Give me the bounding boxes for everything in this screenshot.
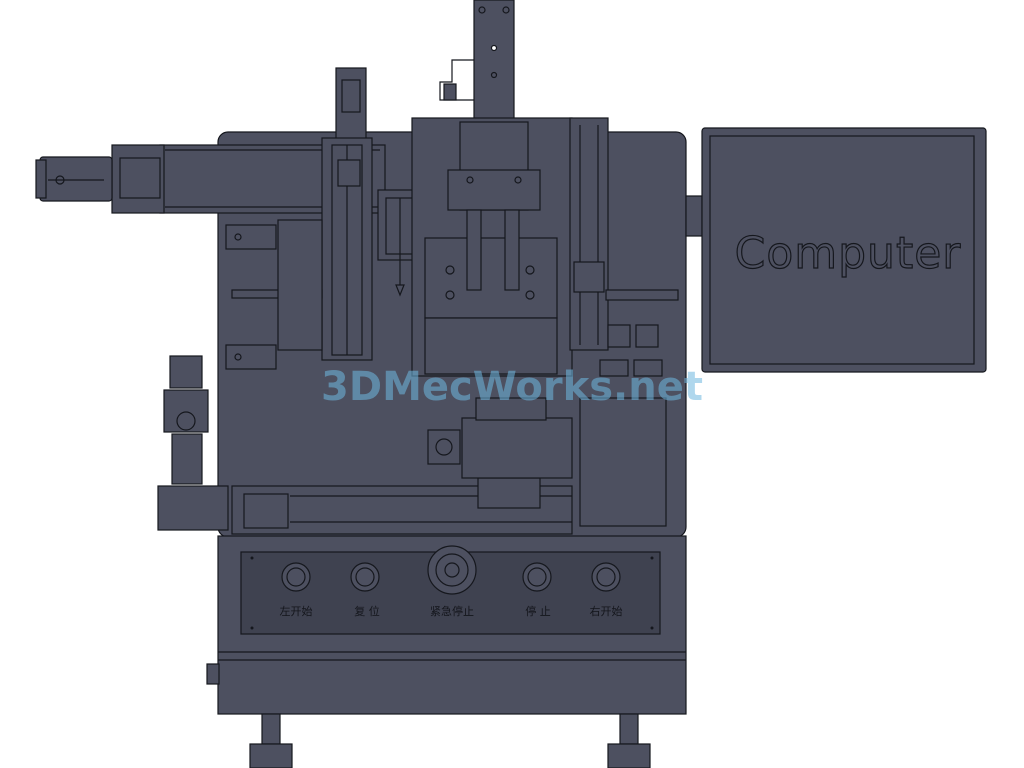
right-lower-panel [579,397,667,527]
top-vertical-mast [439,0,515,123]
right-small-boxes [599,324,663,377]
left-vertical-rail [321,67,373,361]
right-cable-chain [569,117,609,351]
watermark: 3DMecWorks.net [321,364,703,410]
central-head [411,117,573,377]
emergency-stop-label: 紧急停止 [430,604,474,618]
left-start-button[interactable] [281,562,311,592]
stop-button[interactable] [522,562,552,592]
monitor-label: Computer [735,228,962,279]
leveling-feet [249,713,651,768]
right-start-button[interactable] [591,562,621,592]
reset-label: 复 位 [354,604,380,618]
reset-button[interactable] [350,562,380,592]
left-guide-plates [225,219,323,370]
side-handle [206,663,220,685]
monitor [685,127,987,373]
lower-linear-stage [231,477,573,535]
right-start-label: 右开始 [590,604,623,618]
right-guide-plate [605,289,679,301]
air-regulator [163,355,209,485]
lower-left-motor [157,485,229,531]
stop-label: 停 止 [525,604,551,618]
fixture-block [427,397,573,479]
emergency-stop-button[interactable] [427,545,477,595]
left-start-label: 左开始 [280,604,313,618]
